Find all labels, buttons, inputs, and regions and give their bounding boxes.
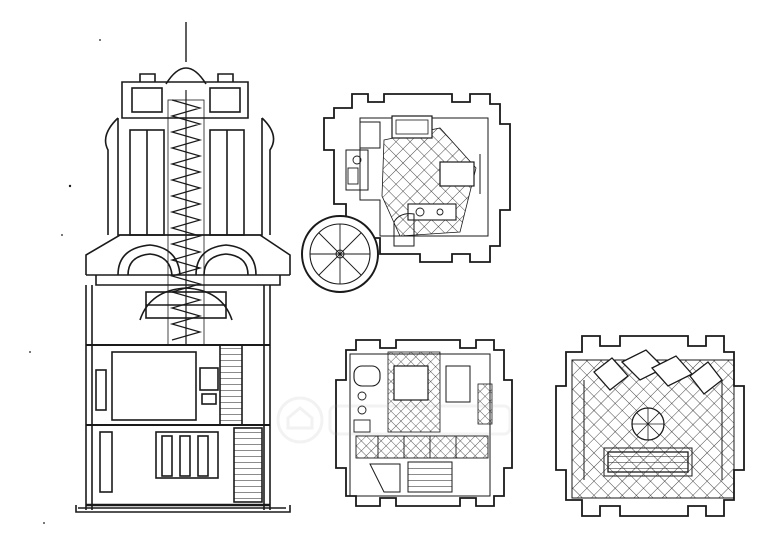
roof-terrace-plan: [555, 335, 745, 517]
upper-floor-plan: [301, 93, 511, 293]
scan-specks: [29, 39, 101, 524]
tower-section: [75, 22, 291, 513]
roof-plan-outline: [555, 335, 745, 517]
watermark-logo: [276, 396, 512, 444]
middle-floor-plan: [335, 339, 513, 507]
spiral-stair: [167, 90, 205, 346]
middle-plan-outline: [335, 339, 513, 507]
upper-plan-outline: [323, 93, 511, 263]
